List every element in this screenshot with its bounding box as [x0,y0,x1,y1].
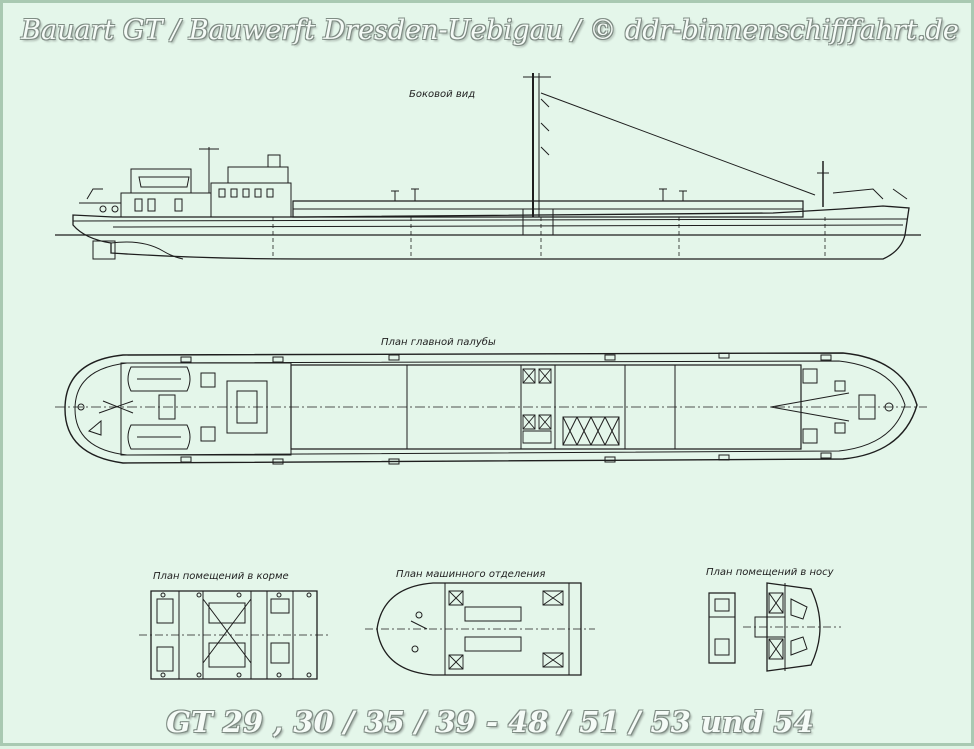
main-deck-plan-drawing [3,3,974,749]
aft-rooms-plan-drawing [3,3,974,749]
side-view-label: Боковой вид [409,89,476,100]
engine-room-plan-drawing [3,3,974,749]
main-deck-plan-label: План главной палубы [381,337,496,348]
bow-rooms-plan-label: План помещений в носу [706,567,834,578]
header-title: Bauart GT / Bauwerft Dresden-Uebigau / ©… [21,15,959,46]
footer-title: GT 29 , 30 / 35 / 39 - 48 / 51 / 53 und … [166,705,814,739]
aft-rooms-plan-label: План помещений в корме [153,571,289,582]
bow-rooms-plan-drawing [3,3,974,749]
engine-room-plan-label: План машинного отделения [396,569,546,580]
side-view-drawing [3,3,974,749]
